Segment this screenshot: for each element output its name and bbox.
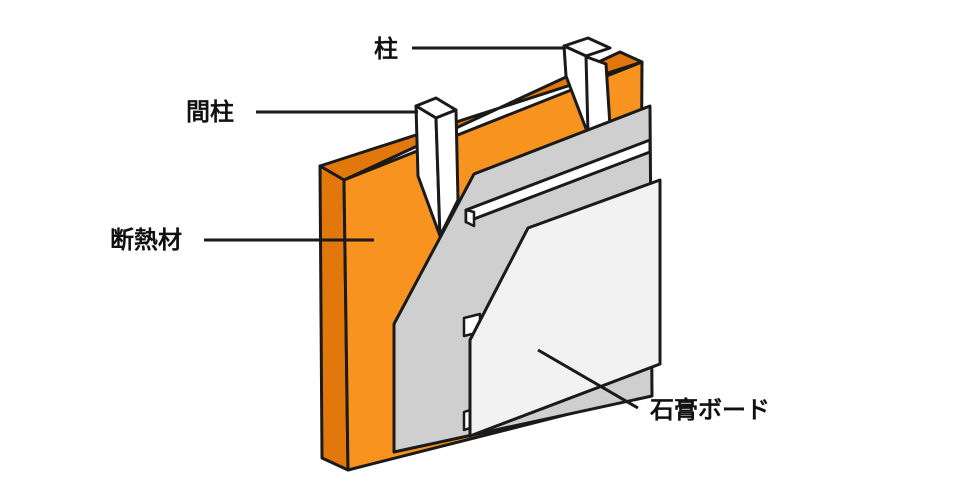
furring-strip xyxy=(464,138,652,228)
leader-line-gypsum-board xyxy=(537,348,639,410)
label-pillar: 柱 xyxy=(374,35,398,63)
gypsum-board-front xyxy=(468,178,662,438)
label-gypsum-board: 石膏ボード xyxy=(650,396,770,424)
label-stud: 間柱 xyxy=(186,98,234,126)
label-insulation: 断熱材 xyxy=(110,226,182,254)
